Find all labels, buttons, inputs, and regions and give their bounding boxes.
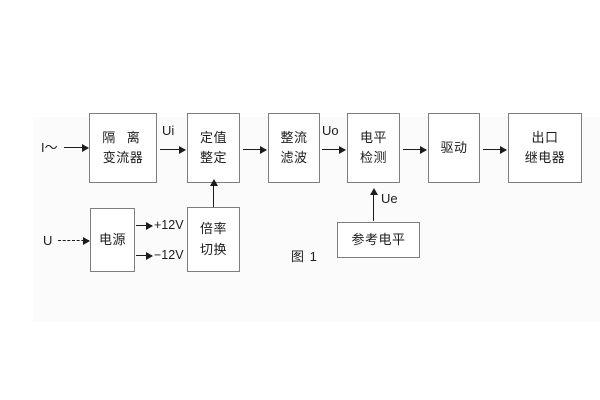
arrow-rail-negative <box>136 251 153 260</box>
signal-label-uo: Uo <box>322 123 339 138</box>
arrow-multiplier-switch-to-setting-value <box>209 179 218 207</box>
signal-label-ue: Ue <box>381 191 398 206</box>
block-drive-line1: 驱动 <box>440 139 468 155</box>
block-multiplier-switch-line2: 切换 <box>199 241 227 257</box>
block-isolation-ct-line2: 变流器 <box>102 150 144 165</box>
block-reference-level-line1: 参考电平 <box>351 231 406 247</box>
block-setting-value-line2: 整定 <box>199 150 227 165</box>
arrow-rectify-filter-to-level-detect <box>322 145 346 154</box>
block-isolation-ct[interactable]: 隔 离 变流器 <box>89 113 157 183</box>
block-rectify-filter-line2: 滤波 <box>280 150 308 165</box>
rail-positive-label: +12V <box>154 218 184 232</box>
arrow-level-detect-to-drive <box>403 145 427 154</box>
block-level-detect-line2: 检测 <box>359 150 387 165</box>
arrow-setting-value-to-rectify-filter <box>243 145 267 154</box>
block-drive[interactable]: 驱动 <box>428 113 480 183</box>
block-rectify-filter-line1: 整流 <box>280 129 308 145</box>
block-multiplier-switch-line1: 倍率 <box>199 221 227 237</box>
arrow-isolation-ct-to-setting-value <box>160 145 186 154</box>
arrow-input-to-power-supply <box>58 236 90 245</box>
figure-caption: 图 1 <box>291 249 318 264</box>
arrow-rail-positive <box>136 221 153 230</box>
block-setting-value[interactable]: 定值 整定 <box>187 113 240 183</box>
block-output-relay[interactable]: 出口 继电器 <box>508 113 582 183</box>
block-reference-level[interactable]: 参考电平 <box>337 222 420 258</box>
arrow-drive-to-output-relay <box>483 145 507 154</box>
block-output-relay-line1: 出口 <box>531 129 559 145</box>
block-power-supply[interactable]: 电源 <box>90 208 135 272</box>
block-level-detect[interactable]: 电平 检测 <box>347 113 400 183</box>
signal-label-ui: Ui <box>162 123 175 138</box>
arrow-input-to-isolation-ct <box>64 143 89 152</box>
block-output-relay-line2: 继电器 <box>524 150 566 165</box>
arrow-reference-level-to-level-detect <box>369 188 378 221</box>
rail-negative-label: −12V <box>154 248 184 262</box>
block-power-supply-line1: 电源 <box>98 231 126 247</box>
block-level-detect-line1: 电平 <box>359 129 387 145</box>
input-voltage-label: U <box>43 233 53 248</box>
block-setting-value-line1: 定值 <box>199 129 227 145</box>
block-multiplier-switch[interactable]: 倍率 切换 <box>187 207 240 272</box>
block-isolation-ct-line1: 隔 离 <box>102 129 144 145</box>
block-rectify-filter[interactable]: 整流 滤波 <box>268 113 320 183</box>
input-current-label: I～ <box>41 140 58 155</box>
